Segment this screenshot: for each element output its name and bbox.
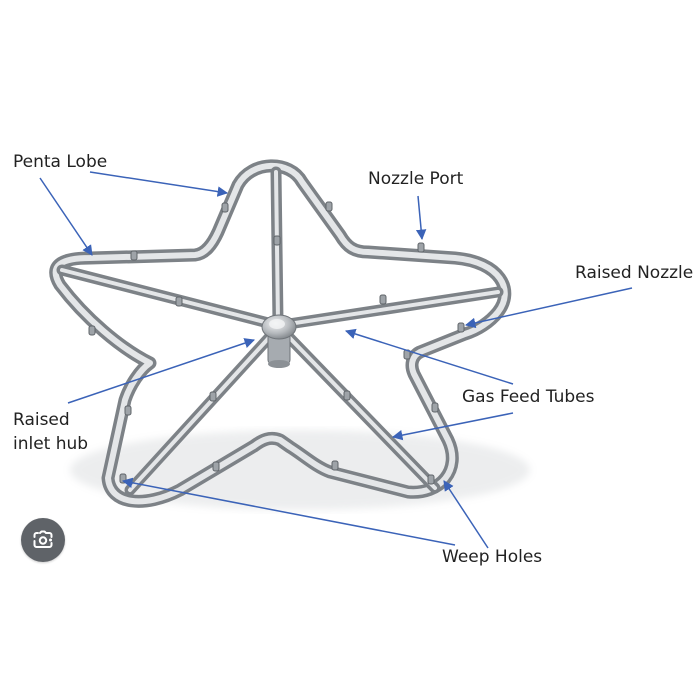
arrow-weep-holes-left	[121, 477, 456, 546]
arrow-raised-inlet-hub	[67, 338, 255, 404]
feed-tube-left	[56, 264, 282, 331]
feed-tube-lower-left	[124, 324, 282, 496]
label-penta-lobe: Penta Lobe	[13, 152, 107, 172]
arrow-raised-nozzle	[464, 287, 633, 329]
penta-lobe-ring	[49, 159, 512, 508]
label-nozzle-port: Nozzle Port	[368, 169, 464, 189]
raised-nozzles	[88, 201, 465, 485]
arrow-penta-lobe-top	[89, 171, 229, 197]
arrow-penta-lobe-left	[39, 177, 93, 256]
label-gas-feed-tubes: Gas Feed Tubes	[462, 387, 595, 407]
label-raised-inlet-hub-line2: inlet hub	[13, 434, 88, 454]
arrow-gas-feed-bottom	[391, 412, 514, 441]
feed-tube-top	[270, 166, 284, 328]
annotation-arrows	[39, 171, 633, 549]
label-weep-holes: Weep Holes	[442, 547, 542, 567]
raised-inlet-hub	[261, 314, 297, 340]
annotation-labels: Penta Lobe Nozzle Port Raised Nozzle Rai…	[13, 152, 693, 567]
arrow-weep-holes-right	[443, 480, 489, 549]
label-raised-nozzle: Raised Nozzle	[575, 263, 693, 283]
arrow-gas-feed-top	[344, 328, 514, 385]
feed-tube-lower-right	[276, 324, 441, 494]
gas-feed-tubes	[56, 166, 504, 496]
label-raised-inlet-hub-line1: Raised	[13, 410, 70, 430]
visual-search-icon	[33, 530, 53, 548]
arrow-nozzle-port	[415, 195, 427, 241]
feed-tube-right	[276, 286, 504, 331]
visual-search-button[interactable]	[21, 518, 65, 562]
